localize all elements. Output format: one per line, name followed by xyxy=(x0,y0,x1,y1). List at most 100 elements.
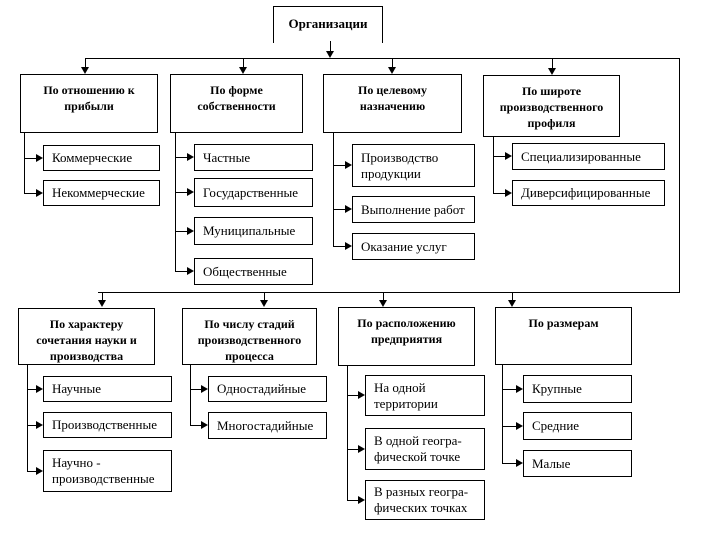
connector-line xyxy=(243,59,244,67)
leaf-box-single-stage: Одностадийные xyxy=(208,376,327,402)
leaf-box-commercial: Коммерческие xyxy=(43,145,160,171)
leaf-box-same-territory: На одной территории xyxy=(365,375,485,416)
leaf-box-specialized: Специализированные xyxy=(512,143,665,170)
category-box-ownership-form: По форме собственности xyxy=(170,74,303,133)
leaf-box-industrial: Производственные xyxy=(43,412,172,438)
category-box-location: По расположению предприятия xyxy=(338,307,475,366)
connector-line xyxy=(502,365,503,463)
connector-line xyxy=(264,293,265,300)
leaf-box-works: Выполнение работ xyxy=(352,196,475,223)
arrow-right-icon xyxy=(36,385,43,393)
connector-line xyxy=(27,389,36,390)
connector-line xyxy=(190,389,201,390)
arrow-right-icon xyxy=(358,391,365,399)
connector-line xyxy=(347,500,358,501)
arrow-down-icon xyxy=(98,300,106,307)
connector-line xyxy=(24,133,25,193)
leaf-box-different-geo-points: В разных геогра- фических точках xyxy=(365,480,485,520)
leaf-box-large: Крупные xyxy=(523,375,632,403)
connector-line xyxy=(190,365,191,425)
connector-line xyxy=(333,209,345,210)
arrow-right-icon xyxy=(187,153,194,161)
leaf-box-small: Малые xyxy=(523,450,632,477)
arrow-right-icon xyxy=(36,189,43,197)
arrow-right-icon xyxy=(516,385,523,393)
arrow-right-icon xyxy=(345,205,352,213)
connector-line xyxy=(347,449,358,450)
leaf-box-municipal: Муниципальные xyxy=(194,217,313,245)
leaf-box-public: Общественные xyxy=(194,258,313,285)
arrow-down-icon xyxy=(548,68,556,75)
root-box-organizations: Организации xyxy=(273,6,383,43)
arrow-down-icon xyxy=(239,67,247,74)
arrow-right-icon xyxy=(201,385,208,393)
leaf-box-private: Частные xyxy=(194,144,313,171)
connector-line xyxy=(27,425,36,426)
arrow-right-icon xyxy=(201,421,208,429)
leaf-box-state: Государственные xyxy=(194,178,313,207)
category-box-profile-breadth: По широте производственного профиля xyxy=(483,75,620,137)
connector-line xyxy=(333,246,345,247)
connector-line xyxy=(502,389,516,390)
connector-line xyxy=(552,59,553,68)
arrow-right-icon xyxy=(187,227,194,235)
arrow-right-icon xyxy=(358,445,365,453)
arrow-down-icon xyxy=(81,67,89,74)
connector-line xyxy=(347,395,358,396)
connector-line xyxy=(493,156,505,157)
connector-line xyxy=(502,463,516,464)
connector-line xyxy=(102,293,103,300)
arrow-down-icon xyxy=(260,300,268,307)
connector-line xyxy=(392,59,393,67)
connector-line xyxy=(330,41,331,51)
connector-line xyxy=(175,192,187,193)
connector-line xyxy=(175,231,187,232)
arrow-right-icon xyxy=(36,154,43,162)
connector-line-right-drop xyxy=(679,58,680,292)
leaf-box-medium: Средние xyxy=(523,412,632,440)
connector-line xyxy=(383,293,384,300)
arrow-right-icon xyxy=(345,161,352,169)
connector-line-top-trunk xyxy=(85,58,680,59)
arrow-down-icon xyxy=(388,67,396,74)
connector-line-bottom-trunk xyxy=(98,292,680,293)
leaf-box-production: Производство продукции xyxy=(352,144,475,187)
leaf-box-diversified: Диверсифицированные xyxy=(512,180,665,206)
connector-line xyxy=(27,471,36,472)
category-box-science-production: По характеру сочетания науки и производс… xyxy=(18,308,155,365)
arrow-right-icon xyxy=(358,496,365,504)
connector-line xyxy=(175,271,187,272)
connector-line xyxy=(502,426,516,427)
connector-line xyxy=(333,165,345,166)
arrow-right-icon xyxy=(516,422,523,430)
arrow-down-icon xyxy=(508,300,516,307)
arrow-right-icon xyxy=(516,459,523,467)
connector-line xyxy=(512,293,513,300)
arrow-right-icon xyxy=(505,152,512,160)
leaf-box-multi-stage: Многостадийные xyxy=(208,412,327,439)
connector-line xyxy=(175,157,187,158)
connector-line xyxy=(85,59,86,67)
arrow-right-icon xyxy=(345,242,352,250)
leaf-box-same-geo-point: В одной геогра- фической точке xyxy=(365,428,485,470)
arrow-down-icon xyxy=(379,300,387,307)
connector-line xyxy=(24,193,36,194)
leaf-box-scientific-industrial: Научно - производственные xyxy=(43,450,172,492)
category-box-process-stages: По числу стадий производственного процес… xyxy=(182,308,317,365)
arrow-right-icon xyxy=(505,189,512,197)
category-box-size: По размерам xyxy=(495,307,632,365)
connector-line xyxy=(24,158,36,159)
arrow-right-icon xyxy=(36,421,43,429)
leaf-box-scientific: Научные xyxy=(43,376,172,402)
leaf-box-services: Оказание услуг xyxy=(352,233,475,260)
category-box-purpose: По целевому назначению xyxy=(323,74,462,133)
connector-line xyxy=(27,365,28,471)
connector-line xyxy=(347,366,348,500)
arrow-down-icon xyxy=(326,51,334,58)
leaf-box-noncommercial: Некоммерческие xyxy=(43,180,160,206)
connector-line xyxy=(493,193,505,194)
category-box-profit-relation: По отношению к прибыли xyxy=(20,74,158,133)
connector-line xyxy=(175,133,176,271)
arrow-right-icon xyxy=(187,267,194,275)
